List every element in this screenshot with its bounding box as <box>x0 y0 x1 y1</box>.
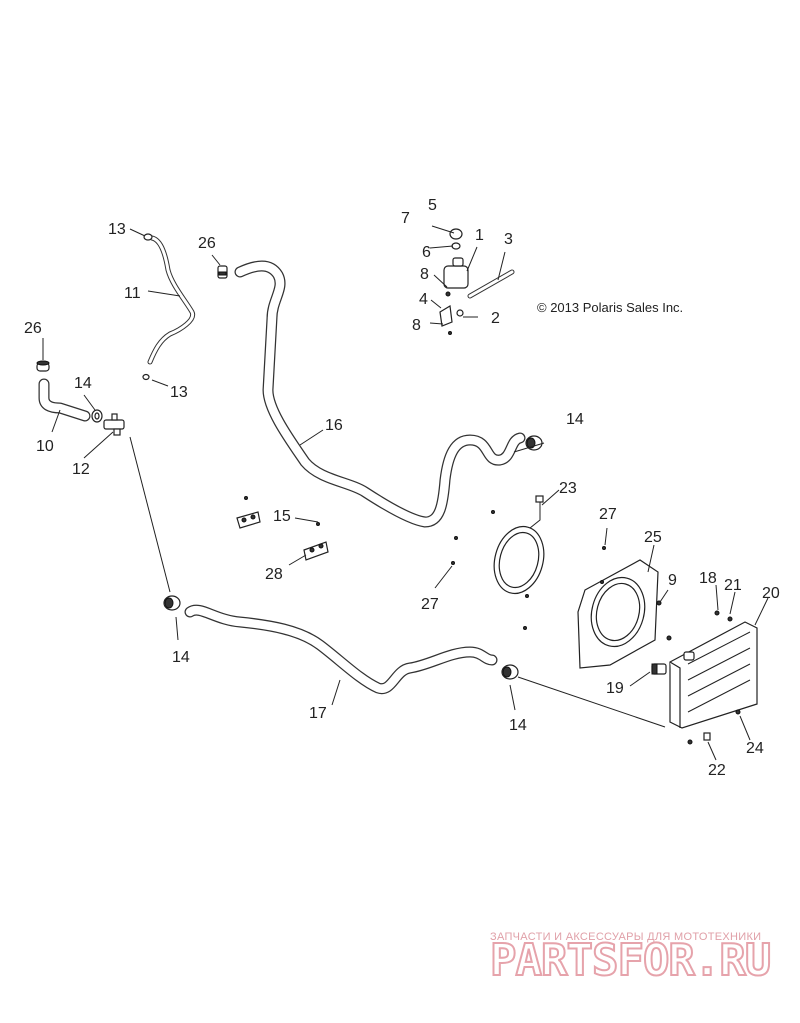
callout-23: 23 <box>559 480 577 497</box>
callout-9: 9 <box>668 572 677 589</box>
callout-26-top: 26 <box>198 235 216 252</box>
watermark: ЗАПЧАСТИ И АКСЕССУАРЫ ДЛЯ МОТОТЕХНИКИ PA… <box>489 931 772 987</box>
callout-20: 20 <box>762 585 780 602</box>
callout-13-top: 13 <box>108 221 126 238</box>
callout-22: 22 <box>708 762 726 779</box>
clamp-14-small <box>91 409 103 423</box>
clamp-14-upper <box>525 435 543 451</box>
bracket-15 <box>236 496 320 529</box>
callout-26-left: 26 <box>24 320 42 337</box>
vent-tube-3 <box>467 269 515 299</box>
fitting-12 <box>103 413 125 436</box>
watermark-brand: PARTSFOR.RU <box>490 935 770 986</box>
callout-17: 17 <box>309 705 327 722</box>
hose-16 <box>234 260 526 528</box>
clamp-14-left <box>163 595 181 611</box>
callout-24: 24 <box>746 740 764 757</box>
callout-labels: 1 2 3 4 5 6 7 8 8 9 10 11 12 13 13 14 14… <box>24 197 780 779</box>
cap-26-top <box>217 265 228 279</box>
callout-14-b: 14 <box>566 411 584 428</box>
hose-11 <box>147 235 196 365</box>
callout-18: 18 <box>699 570 717 587</box>
clip-13-bottom <box>142 373 150 381</box>
fan-shroud-25 <box>523 546 662 669</box>
radiator-20 <box>666 610 758 745</box>
callout-15: 15 <box>273 508 291 525</box>
callout-1: 1 <box>475 227 484 244</box>
callout-14-a: 14 <box>74 375 92 392</box>
callout-19: 19 <box>606 680 624 697</box>
cap-26-left <box>36 360 50 372</box>
callout-7: 7 <box>401 210 410 227</box>
callout-8-lower: 8 <box>412 317 421 334</box>
leader-lines <box>42 225 769 761</box>
callout-13-bottom: 13 <box>170 384 188 401</box>
callout-5: 5 <box>428 197 437 214</box>
callout-10: 10 <box>36 438 54 455</box>
hose-10 <box>38 378 91 422</box>
clamp-14-right <box>501 664 519 680</box>
callout-21: 21 <box>724 577 742 594</box>
callout-8-upper: 8 <box>420 266 429 283</box>
callout-12: 12 <box>72 461 90 478</box>
callout-28: 28 <box>265 566 283 583</box>
bracket-28 <box>303 541 329 561</box>
coolant-reservoir <box>439 228 469 335</box>
callout-4: 4 <box>419 291 428 308</box>
cooling-fan-23 <box>451 495 545 598</box>
callout-27-lower: 27 <box>421 596 439 613</box>
callout-16: 16 <box>325 417 343 434</box>
callout-3: 3 <box>504 231 513 248</box>
callout-25: 25 <box>644 529 662 546</box>
callout-27-upper: 27 <box>599 506 617 523</box>
copyright-text: © 2013 Polaris Sales Inc. <box>537 300 683 315</box>
callout-2: 2 <box>491 310 500 327</box>
callout-14-d: 14 <box>509 717 527 734</box>
callout-14-c: 14 <box>172 649 190 666</box>
clip-13-top <box>143 233 153 241</box>
callout-11: 11 <box>124 285 141 302</box>
fan-switch-19 <box>651 663 667 675</box>
callout-6: 6 <box>422 244 431 261</box>
hose-17 <box>184 604 498 695</box>
watermark-tagline: ЗАПЧАСТИ И АКСЕССУАРЫ ДЛЯ МОТОТЕХНИКИ <box>490 931 761 943</box>
